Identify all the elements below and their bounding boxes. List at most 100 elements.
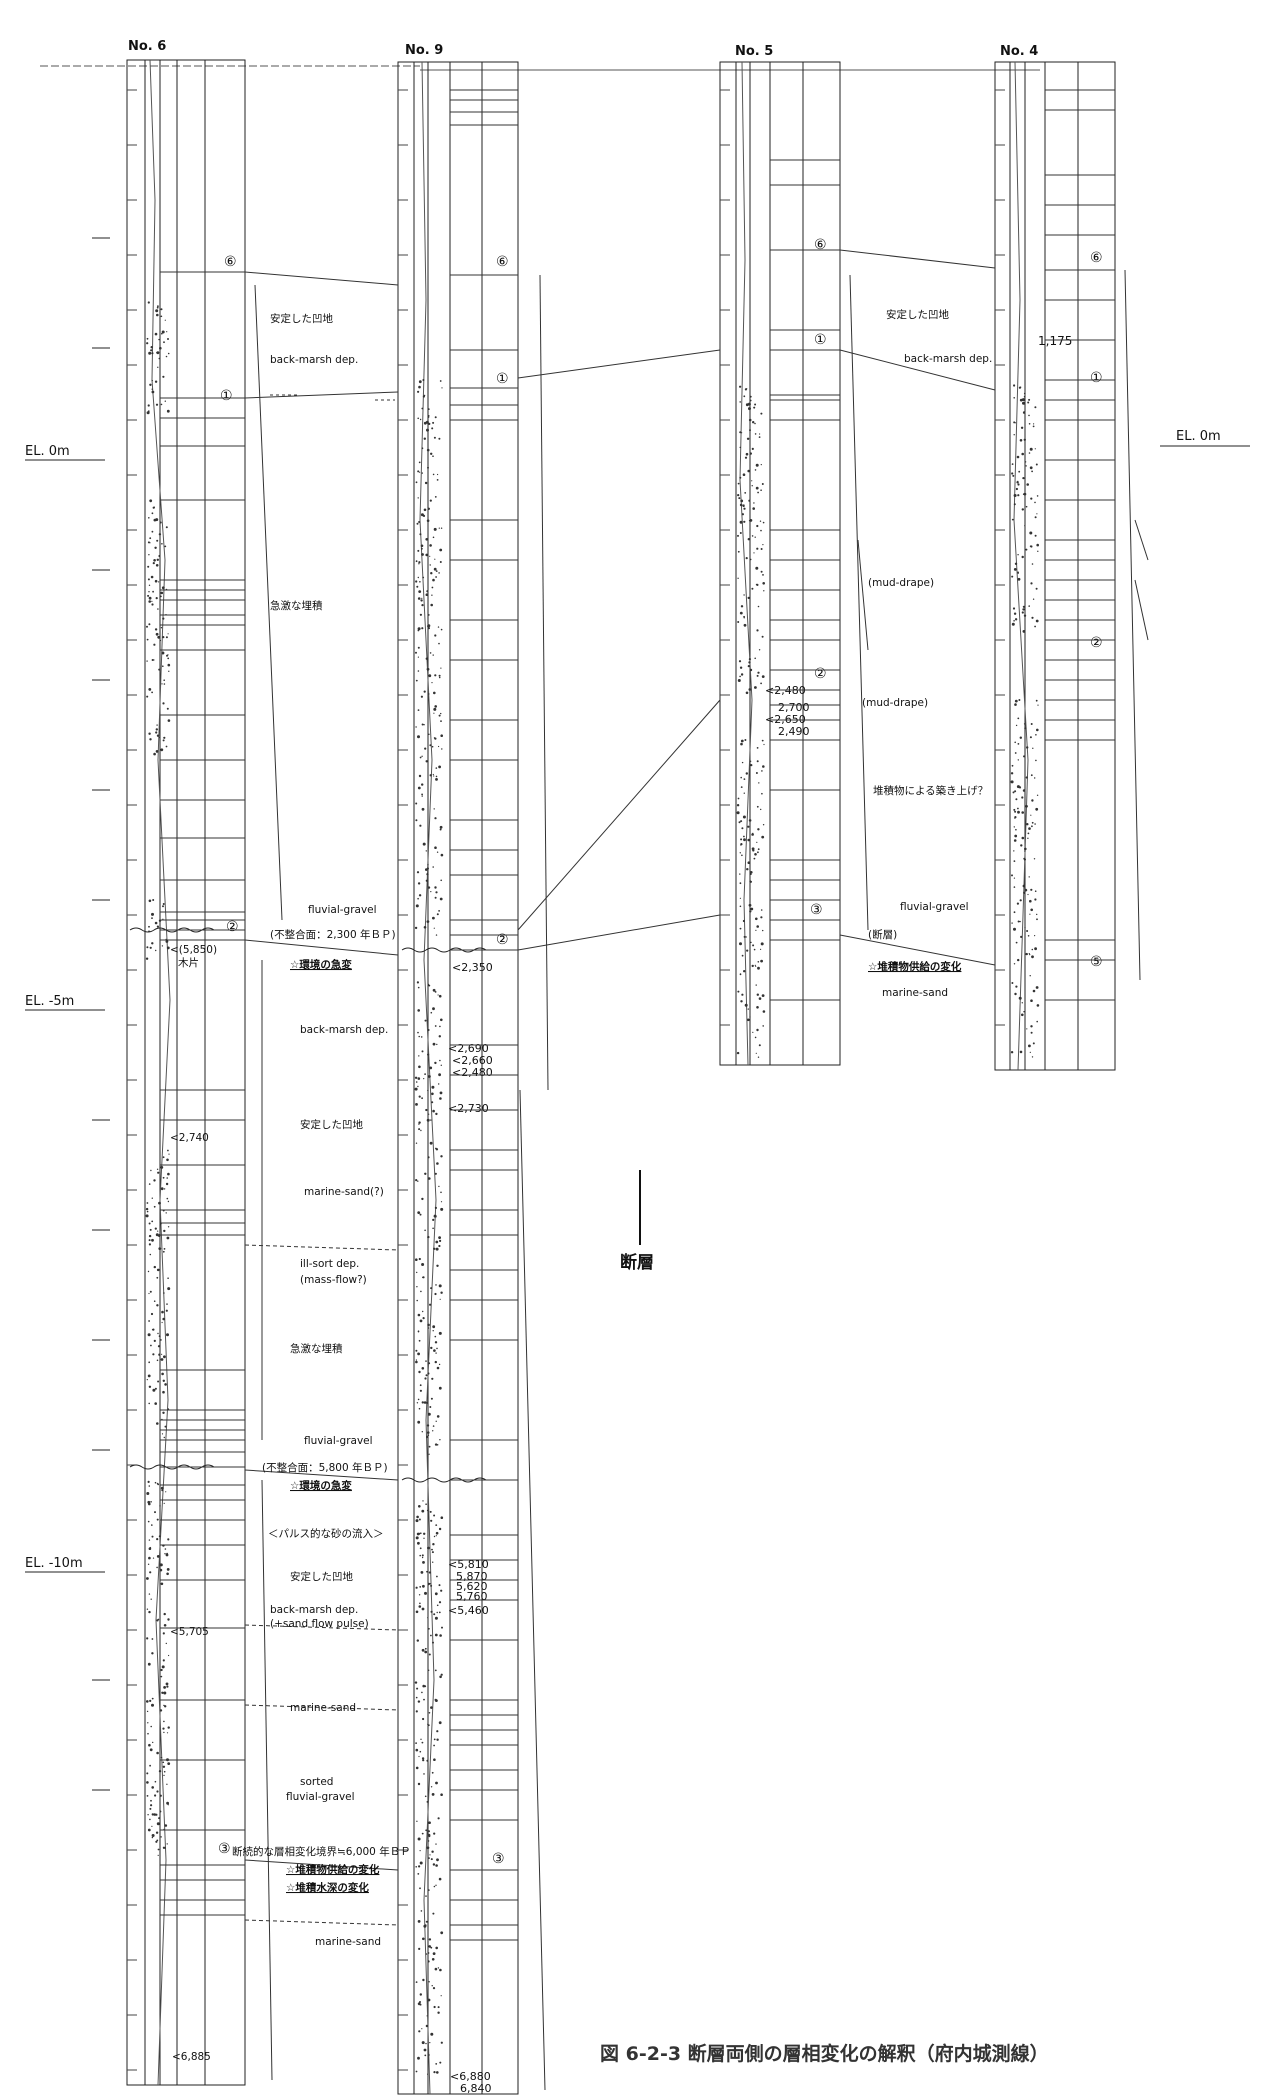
unit-label: ① bbox=[1090, 370, 1103, 386]
annotation-environment-change: ☆環境の急変 bbox=[290, 1479, 352, 1492]
annotation-marine-sand: marine-sand bbox=[290, 1702, 356, 1714]
annotation-stable-depression: 安定した凹地 bbox=[270, 312, 333, 325]
age-label: 5,760 bbox=[456, 1590, 488, 1603]
unit-label: ⑥ bbox=[224, 254, 237, 270]
elevation-label-left-m10: EL. -10m bbox=[25, 1556, 83, 1571]
annotations-right: 安定した凹地 back-marsh dep. (mud-drape) (mud-… bbox=[862, 308, 992, 999]
sand-stipple-no6 bbox=[145, 301, 171, 1856]
age-label: <2,730 bbox=[448, 1102, 489, 1115]
annotation-sorted: sorted bbox=[300, 1776, 333, 1788]
annotation-pulse-sand: ＜パルス的な砂の流入＞ bbox=[268, 1527, 384, 1540]
column-title-no4: No. 4 bbox=[1000, 44, 1038, 59]
unit-label: ② bbox=[1090, 635, 1103, 651]
unit-label: ② bbox=[496, 932, 509, 948]
annotation-stable-depression: 安定した凹地 bbox=[886, 308, 949, 321]
age-label: 2,700 bbox=[778, 701, 810, 714]
column-title-no6: No. 6 bbox=[128, 39, 166, 54]
left-margin-ticks bbox=[92, 237, 110, 1791]
age-labels-no6: <(5,850) 木片 <2,740 <5,705 <6,885 bbox=[170, 944, 217, 2063]
age-label: 1,175 bbox=[1038, 334, 1072, 348]
age-labels-no5: <2,480 2,700 <2,650 2,490 bbox=[765, 684, 810, 738]
annotation-environment-change: ☆環境の急変 bbox=[290, 958, 352, 971]
unit-label: ③ bbox=[810, 902, 823, 918]
annotation-stable-depression: 安定した凹地 bbox=[300, 1118, 363, 1131]
annotation-fluvial-gravel: fluvial-gravel bbox=[900, 901, 969, 913]
age-label: <5,460 bbox=[448, 1604, 489, 1617]
annotation-build-up: 堆積物による築き上げ？ bbox=[873, 784, 988, 797]
annotation-rapid-fill: 急激な埋積 bbox=[290, 1342, 343, 1355]
borehole-column-no4 bbox=[994, 61, 1116, 1071]
column-title-no5: No. 5 bbox=[735, 44, 773, 59]
age-label: <2,350 bbox=[452, 961, 493, 974]
annotation-marine-sand: marine-sand(?) bbox=[304, 1186, 384, 1198]
unit-label: ⑥ bbox=[496, 254, 509, 270]
unit-label: ① bbox=[814, 332, 827, 348]
annotation-unconformity: (不整合面：2,300 年ＢＰ) bbox=[270, 928, 396, 941]
age-label: 木片 bbox=[178, 956, 199, 969]
layer-divisions-no5 bbox=[770, 159, 840, 1001]
age-label: <2,660 bbox=[452, 1054, 493, 1067]
sand-stipple-no5 bbox=[736, 385, 766, 1058]
annotation-back-marsh: back-marsh dep. bbox=[270, 354, 358, 366]
annotation-stable-depression: 安定した凹地 bbox=[290, 1570, 353, 1583]
layer-divisions-no9 bbox=[450, 89, 518, 1941]
age-label: <5,705 bbox=[170, 1626, 209, 1638]
unit-label: ⑤ bbox=[1090, 954, 1103, 970]
unconformity-marks bbox=[129, 927, 487, 1483]
circled-unit-labels: ⑥ ① ② ③ ⑥ ① ② ③ ⑥ ① ② ③ ⑥ ① ② ⑤ bbox=[218, 237, 1103, 1867]
age-label: <5,810 bbox=[448, 1558, 489, 1571]
annotation-ill-sort: ill-sort dep. bbox=[300, 1258, 359, 1270]
elevation-label-left-0: EL. 0m bbox=[25, 444, 70, 459]
age-label: <2,740 bbox=[170, 1132, 209, 1144]
unit-label: ② bbox=[814, 666, 827, 682]
layer-divisions-no4 bbox=[1045, 89, 1115, 1001]
sand-stipple-no9 bbox=[414, 379, 444, 2075]
top-reference-lines bbox=[40, 65, 1040, 71]
annotations-left: 安定した凹地 back-marsh dep. 急激な埋積 fluvial-gra… bbox=[232, 312, 411, 1948]
annotation-marine-sand: marine-sand bbox=[882, 987, 948, 999]
annotation-facies-boundary: 断続的な層相変化境界≒6,000 年ＢＰ bbox=[232, 1845, 411, 1858]
column-title-no9: No. 9 bbox=[405, 43, 443, 58]
annotation-back-marsh: back-marsh dep. bbox=[270, 1604, 358, 1616]
age-label: <6,885 bbox=[172, 2051, 211, 2063]
annotation-sediment-supply: ☆堆積物供給の変化 bbox=[868, 960, 962, 973]
age-label: <6,880 bbox=[450, 2070, 491, 2083]
fault-legend: 断層 bbox=[620, 1170, 654, 1273]
annotation-rapid-fill: 急激な埋積 bbox=[270, 599, 323, 612]
annotation-sediment-supply: ☆堆積物供給の変化 bbox=[286, 1863, 380, 1876]
annotation-fault-note: (断層) bbox=[868, 928, 897, 941]
age-label: 5,620 bbox=[456, 1580, 488, 1593]
age-labels-no9: <2,350 <2,690 <2,660 <2,480 <2,730 <5,81… bbox=[448, 961, 493, 2095]
age-label: <(5,850) bbox=[170, 944, 217, 956]
age-label: 2,490 bbox=[778, 725, 810, 738]
elevation-marker-left-0: EL. 0m bbox=[25, 444, 105, 461]
elevation-marker-left-m5: EL. -5m bbox=[25, 994, 105, 1011]
correlation-lines bbox=[244, 249, 1149, 2091]
elevation-label-left-m5: EL. -5m bbox=[25, 994, 74, 1009]
age-label: <2,480 bbox=[452, 1066, 493, 1079]
annotation-sand-flow-pulse: (+sand flow pulse) bbox=[270, 1618, 369, 1630]
elevation-marker-left-m10: EL. -10m bbox=[25, 1556, 105, 1573]
annotation-fluvial-gravel: fluvial-gravel bbox=[304, 1435, 373, 1447]
annotation-unconformity: (不整合面：5,800 年ＢＰ) bbox=[262, 1461, 388, 1474]
annotation-back-marsh: back-marsh dep. bbox=[904, 353, 992, 365]
unit-label: ③ bbox=[218, 1841, 231, 1857]
unit-label: ① bbox=[496, 371, 509, 387]
sand-stipple-no4 bbox=[1010, 384, 1040, 1058]
borehole-column-no9 bbox=[397, 61, 519, 2095]
unit-label: ① bbox=[220, 388, 233, 404]
age-label: 6,840 bbox=[460, 2082, 492, 2095]
elevation-marker-right-0: EL. 0m bbox=[1160, 429, 1250, 447]
age-labels-no4: 1,175 bbox=[1038, 334, 1072, 348]
annotation-mass-flow: (mass-flow?) bbox=[300, 1274, 367, 1286]
annotation-fluvial-gravel: fluvial-gravel bbox=[308, 904, 377, 916]
fault-label: 断層 bbox=[620, 1252, 654, 1273]
unit-label: ⑥ bbox=[814, 237, 827, 253]
annotation-water-depth: ☆堆積水深の変化 bbox=[286, 1881, 369, 1894]
unit-label: ⑥ bbox=[1090, 250, 1103, 266]
elevation-label-right-0: EL. 0m bbox=[1176, 429, 1221, 444]
layer-divisions-no6 bbox=[160, 271, 245, 1916]
annotation-mud-drape: (mud-drape) bbox=[868, 577, 934, 589]
unit-label: ③ bbox=[492, 1851, 505, 1867]
